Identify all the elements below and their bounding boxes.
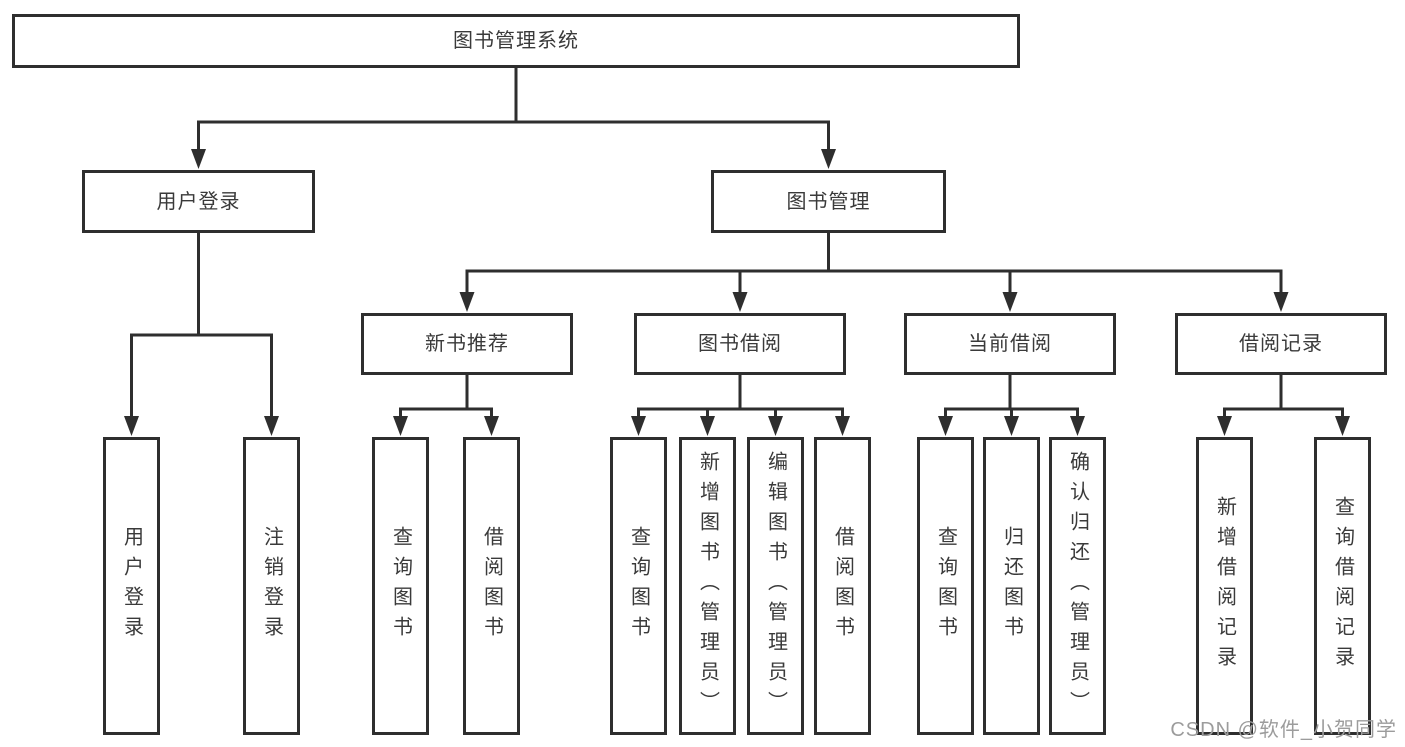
arrowhead-search-books-current [938,416,953,436]
arrowhead-current-borrow [1002,292,1018,312]
arrowhead-add-borrow-record [1217,416,1232,436]
node-edit-book-admin: 编辑图书（管理员） [747,437,804,735]
arrowhead-book-borrow [732,292,748,312]
node-search-books-borrow: 查询图书 [610,437,667,735]
node-add-book-admin: 新增图书（管理员） [679,437,736,735]
node-search-books-current: 查询图书 [917,437,974,735]
arrowhead-return-book [1004,416,1019,436]
arrowhead-search-borrow-record [1335,416,1350,436]
arrowhead-borrow-books-borrow [835,416,850,436]
node-borrow-records: 借阅记录 [1175,313,1387,375]
node-borrow-books-rec: 借阅图书 [463,437,520,735]
arrowhead-user-logout [264,416,279,436]
arrowhead-borrow-records [1273,292,1289,312]
arrowhead-confirm-return-admin [1070,416,1085,436]
arrowhead-user-login [124,416,139,436]
arrowhead-borrow-books-rec [484,416,499,436]
node-return-book: 归还图书 [983,437,1040,735]
node-add-borrow-record: 新增借阅记录 [1196,437,1253,735]
arrowhead-edit-book-admin [768,416,783,436]
node-login-module: 用户登录 [82,170,315,233]
node-current-borrow: 当前借阅 [904,313,1116,375]
node-user-logout: 注销登录 [243,437,300,735]
node-search-borrow-record: 查询借阅记录 [1314,437,1371,735]
watermark-text: CSDN @软件_小贺同学 [1170,719,1397,741]
node-book-mgmt-module: 图书管理 [711,170,946,233]
node-book-borrow: 图书借阅 [634,313,846,375]
arrowhead-new-book-recommend [459,292,475,312]
node-user-login: 用户登录 [103,437,160,735]
arrowhead-login-module [191,149,206,169]
arrowhead-search-books-borrow [631,416,646,436]
node-confirm-return-admin: 确认归还（管理员） [1049,437,1106,735]
node-borrow-books-borrow: 借阅图书 [814,437,871,735]
arrowhead-book-mgmt-module [821,149,836,169]
node-search-books-rec: 查询图书 [372,437,429,735]
node-root: 图书管理系统 [12,14,1020,68]
arrowhead-add-book-admin [700,416,715,436]
node-new-book-recommend: 新书推荐 [361,313,573,375]
arrowhead-search-books-rec [393,416,408,436]
